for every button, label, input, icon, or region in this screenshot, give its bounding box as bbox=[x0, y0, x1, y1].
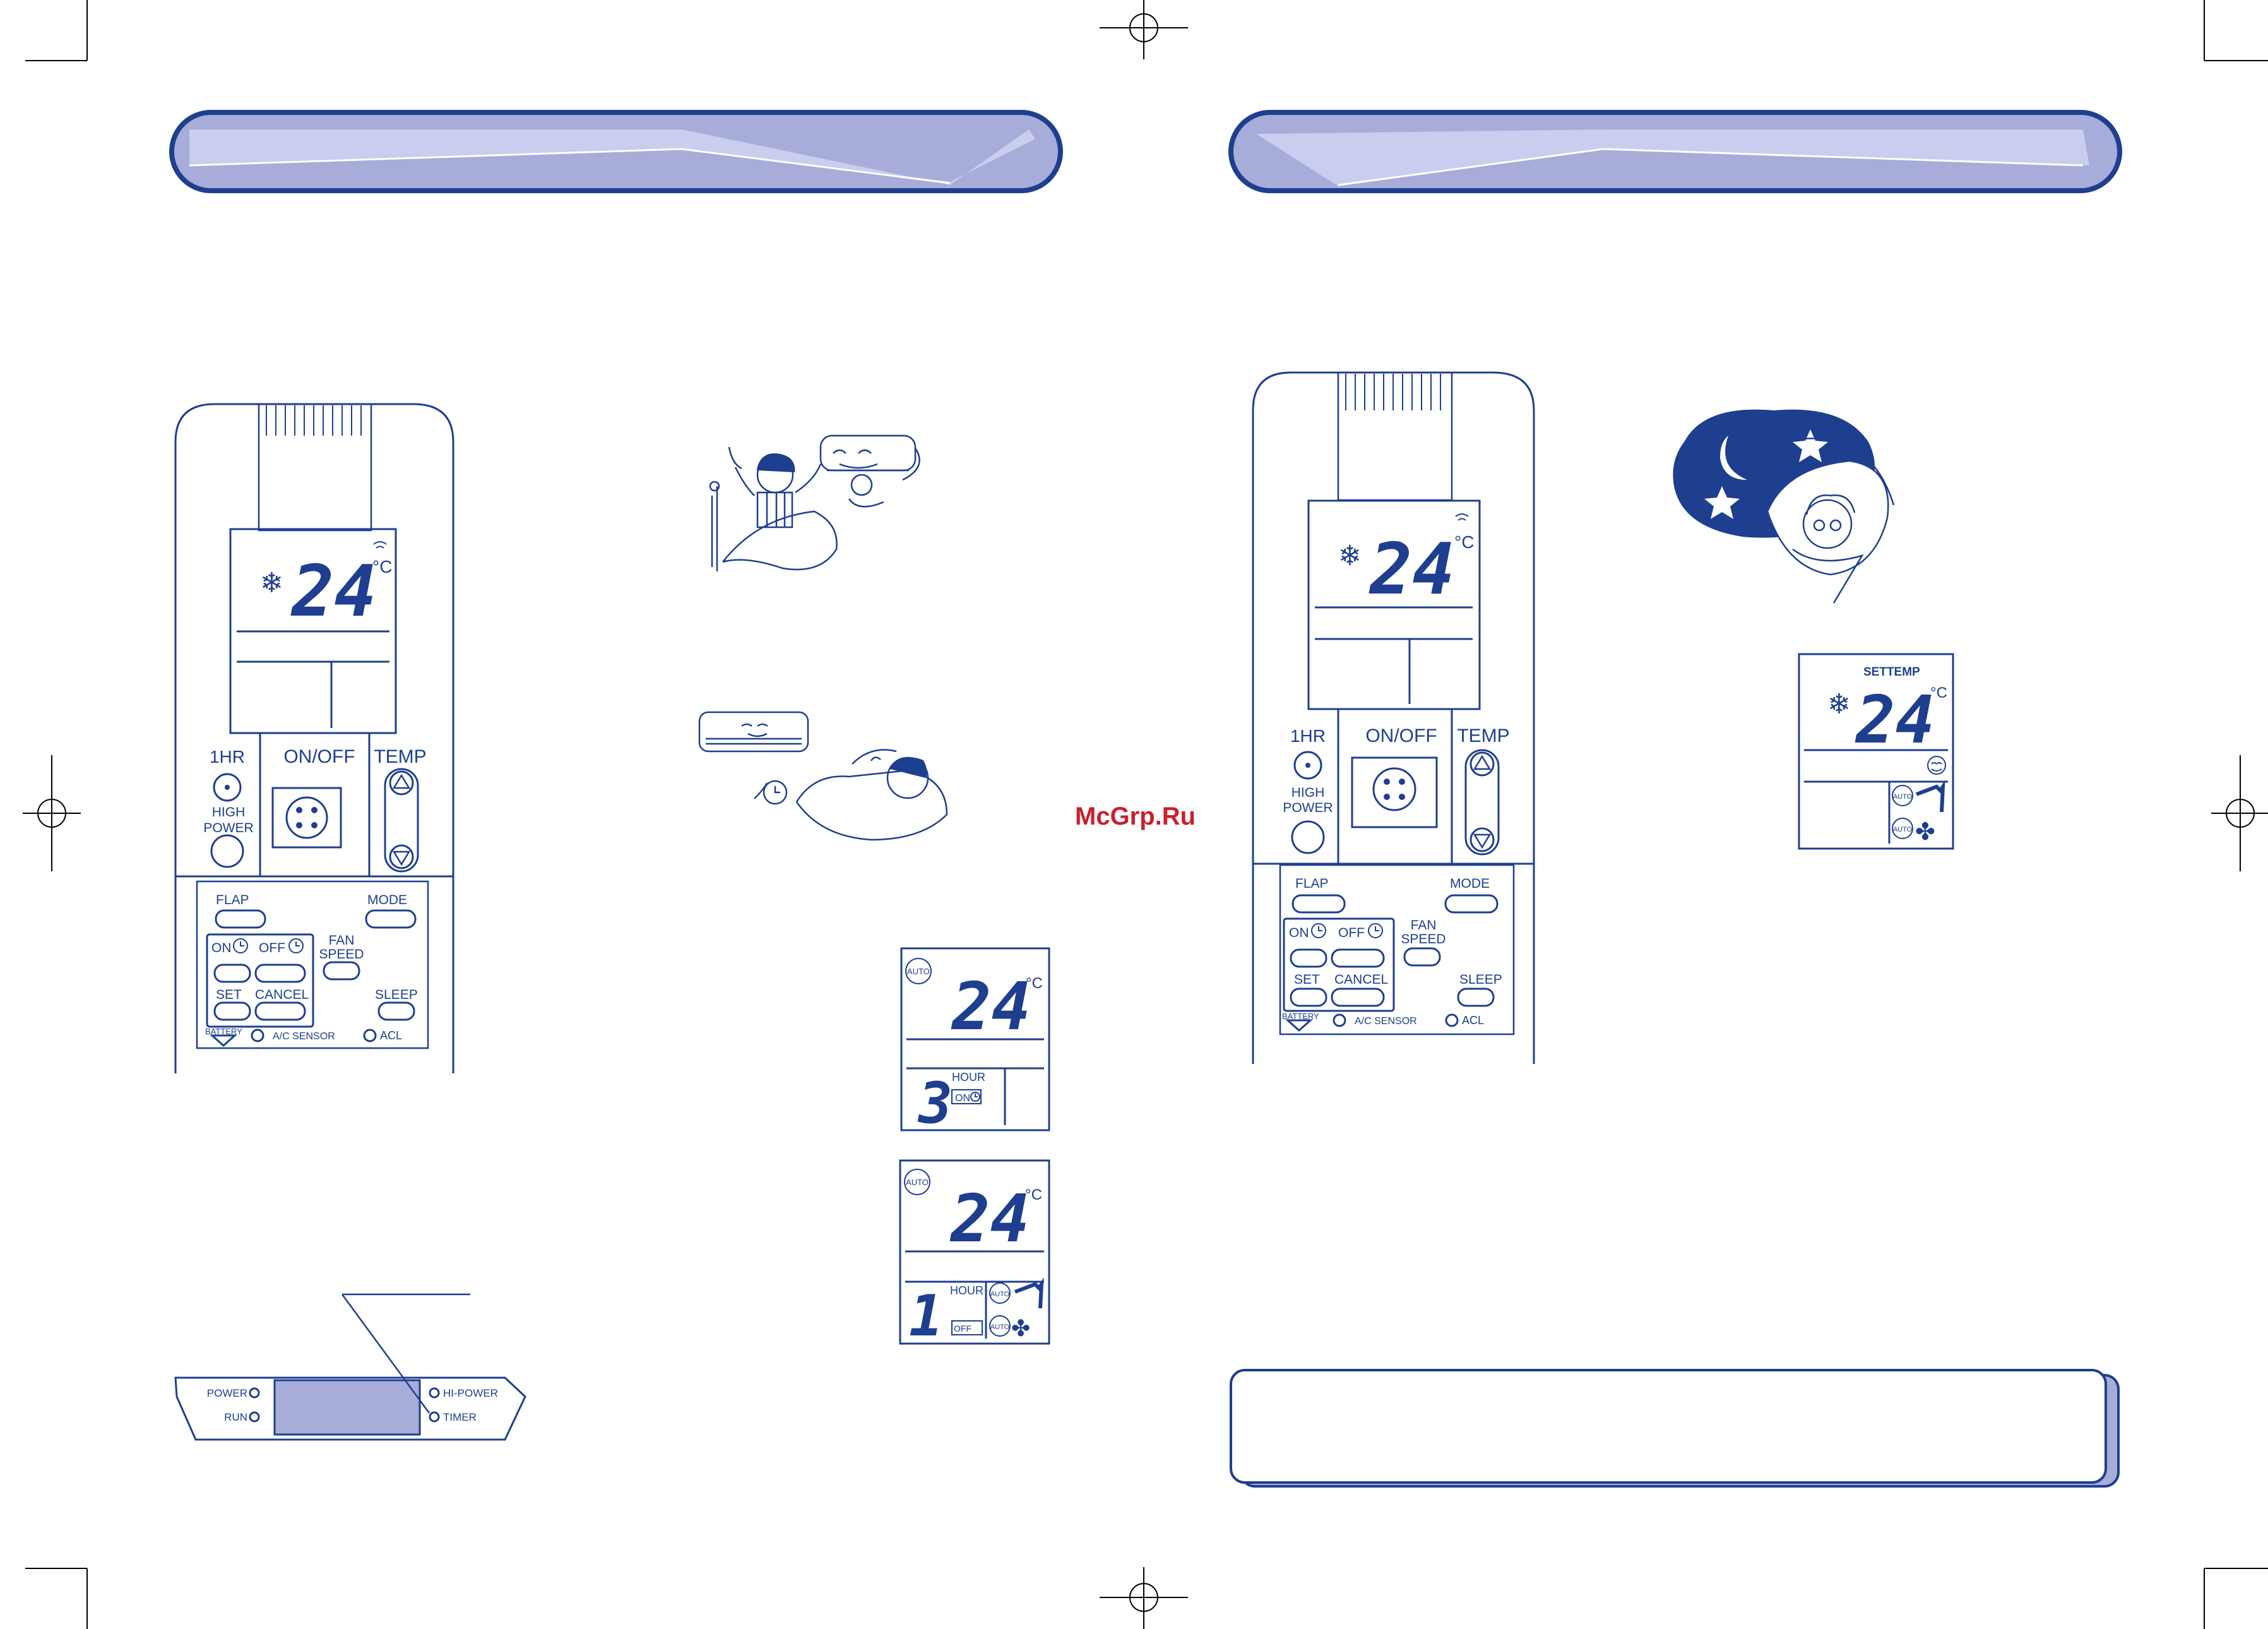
lcd-sleep-flap-icon bbox=[1915, 780, 1945, 813]
registration-mark-top bbox=[1100, 0, 1188, 59]
lcd-on-temp: 24 bbox=[951, 968, 1031, 1045]
remote-right-battery-label: BATTERY bbox=[1282, 1011, 1319, 1021]
remote-left-temp: 24 bbox=[290, 551, 377, 633]
remote-left-speed-label: SPEED bbox=[319, 947, 364, 962]
note-box bbox=[1230, 1369, 2120, 1488]
remote-right-mode-label: MODE bbox=[1450, 876, 1490, 891]
lcd-panel-on-timer bbox=[900, 947, 1050, 1131]
banner-left bbox=[169, 110, 1063, 193]
crop-marks bbox=[23, 0, 2268, 1629]
remote-left-cancel-label: CANCEL bbox=[255, 988, 309, 1002]
remote-right-dots bbox=[1305, 755, 1492, 849]
lcd-sleep-temp: 24 bbox=[1855, 681, 1935, 758]
remote-right-speed-label: SPEED bbox=[1401, 932, 1446, 946]
lcd-on-timer-value: 3 bbox=[917, 1070, 953, 1137]
remote-left-signal-icon bbox=[373, 541, 387, 549]
remote-left-flap-label: FLAP bbox=[216, 893, 249, 907]
remote-left-sleep-label: SLEEP bbox=[375, 988, 418, 1002]
illustration-night-sleep-icon bbox=[1673, 409, 1895, 604]
indicator-timer-label: TIMER bbox=[443, 1411, 477, 1423]
banner-right bbox=[1228, 110, 2122, 193]
remote-left-off-label: OFF bbox=[259, 941, 285, 955]
remote-left-set-label: SET bbox=[216, 988, 242, 1002]
lcd-on-clock-icon bbox=[970, 1092, 980, 1102]
remote-right-acl-label: ACL bbox=[1462, 1014, 1484, 1027]
lcd-off-temp: 24 bbox=[949, 1180, 1030, 1257]
lcd-off-unit: °C bbox=[1025, 1186, 1042, 1203]
lcd-sleep-set-temp-label: SETTEMP bbox=[1863, 665, 1920, 679]
remote-left-fan-label: FAN bbox=[329, 933, 355, 948]
lcd-sleep-face-icon bbox=[1931, 762, 1942, 772]
remote-left-battery-label: BATTERY bbox=[205, 1027, 242, 1036]
remote-right-sleep-label: SLEEP bbox=[1459, 972, 1502, 987]
remote-right-on-label: ON bbox=[1289, 926, 1309, 940]
lcd-sleep-fan-auto-badge: AUTO bbox=[1893, 826, 1913, 833]
registration-mark-bottom bbox=[1100, 1567, 1188, 1629]
remote-right-high-label: HIGH bbox=[1291, 785, 1325, 800]
lcd-on-unit: °C bbox=[1026, 975, 1043, 992]
remote-left-high-label: HIGH bbox=[212, 805, 246, 820]
lcd-sleep-flap-auto-badge: AUTO bbox=[1893, 793, 1913, 801]
remote-right-flap-label: FLAP bbox=[1295, 876, 1329, 891]
remote-right-signal-icon bbox=[1455, 513, 1469, 521]
remote-right-onoff-label: ON/OFF bbox=[1365, 725, 1437, 746]
remote-right-temp-label: TEMP bbox=[1457, 725, 1509, 746]
lcd-on-auto-badge: AUTO bbox=[907, 967, 930, 976]
lcd-on-badge: ON bbox=[955, 1093, 970, 1104]
remote-left-dots bbox=[225, 773, 411, 866]
indoor-unit-indicator-panel bbox=[174, 1293, 526, 1441]
remote-left-snowflake-icon: ❄ bbox=[260, 568, 283, 599]
registration-mark-left bbox=[23, 755, 81, 871]
remote-left-power-label: POWER bbox=[203, 821, 253, 835]
lcd-on-hour-label: HOUR bbox=[952, 1071, 985, 1083]
indicator-run-label: RUN bbox=[224, 1411, 247, 1423]
registration-mark-right bbox=[2211, 755, 2268, 871]
lcd-off-hour-label: HOUR bbox=[950, 1284, 983, 1297]
lcd-sleep-snowflake-icon: ❄ bbox=[1827, 689, 1851, 720]
lcd-off-flap-icon bbox=[1014, 1277, 1044, 1309]
remote-right-temp: 24 bbox=[1369, 528, 1455, 611]
remote-right-off-label: OFF bbox=[1338, 926, 1365, 940]
remote-right-set-label: SET bbox=[1294, 972, 1320, 987]
remote-right-acsensor-label: A/C SENSOR bbox=[1355, 1016, 1417, 1027]
remote-left-acsensor-label: A/C SENSOR bbox=[273, 1031, 335, 1042]
remote-left-temp-label: TEMP bbox=[374, 746, 426, 767]
lcd-sleep-unit: °C bbox=[1930, 684, 1947, 701]
remote-right bbox=[1252, 371, 1535, 1064]
illustration-sleeping-person-icon bbox=[698, 711, 948, 841]
lcd-off-badge-box bbox=[951, 1320, 983, 1335]
indicator-hi-power-label: HI-POWER bbox=[443, 1387, 498, 1399]
remote-right-1hr-label: 1HR bbox=[1290, 726, 1326, 746]
lcd-panel-sleep bbox=[1798, 653, 1954, 850]
remote-left-mode-label: MODE bbox=[367, 893, 407, 907]
lcd-on-badge-box bbox=[951, 1089, 982, 1104]
lcd-off-auto-badge: AUTO bbox=[906, 1178, 929, 1187]
lcd-off-badge: OFF bbox=[954, 1323, 971, 1334]
remote-right-power-label: POWER bbox=[1283, 801, 1333, 815]
remote-left bbox=[174, 403, 454, 1073]
lcd-sleep-fan-icon: ✤ bbox=[1915, 819, 1935, 845]
remote-right-cancel-label: CANCEL bbox=[1334, 972, 1388, 987]
lcd-off-fan-auto-badge: AUTO bbox=[990, 1323, 1010, 1331]
remote-right-snowflake-icon: ❄ bbox=[1338, 540, 1362, 571]
lcd-off-timer-value: 1 bbox=[909, 1283, 943, 1349]
lcd-off-fan-icon: ✤ bbox=[1011, 1315, 1030, 1341]
remote-left-acl-label: ACL bbox=[380, 1029, 402, 1042]
indicator-power-label: POWER bbox=[207, 1387, 247, 1399]
remote-right-fan-label: FAN bbox=[1411, 918, 1437, 933]
remote-left-onoff-label: ON/OFF bbox=[283, 746, 355, 767]
remote-left-unit: °C bbox=[372, 557, 392, 576]
lcd-panel-off-timer bbox=[899, 1159, 1050, 1345]
remote-left-on-label: ON bbox=[211, 941, 232, 955]
remote-left-timer-clock-icons bbox=[233, 938, 304, 953]
remote-left-1hr-label: 1HR bbox=[210, 747, 245, 767]
remote-right-unit: °C bbox=[1454, 532, 1474, 552]
remote-right-timer-clock-icons bbox=[1311, 923, 1383, 938]
watermark: McGrp.Ru bbox=[1075, 803, 1196, 830]
lcd-off-flap-auto-badge: AUTO bbox=[990, 1291, 1010, 1298]
illustration-waking-man-icon bbox=[709, 434, 920, 571]
